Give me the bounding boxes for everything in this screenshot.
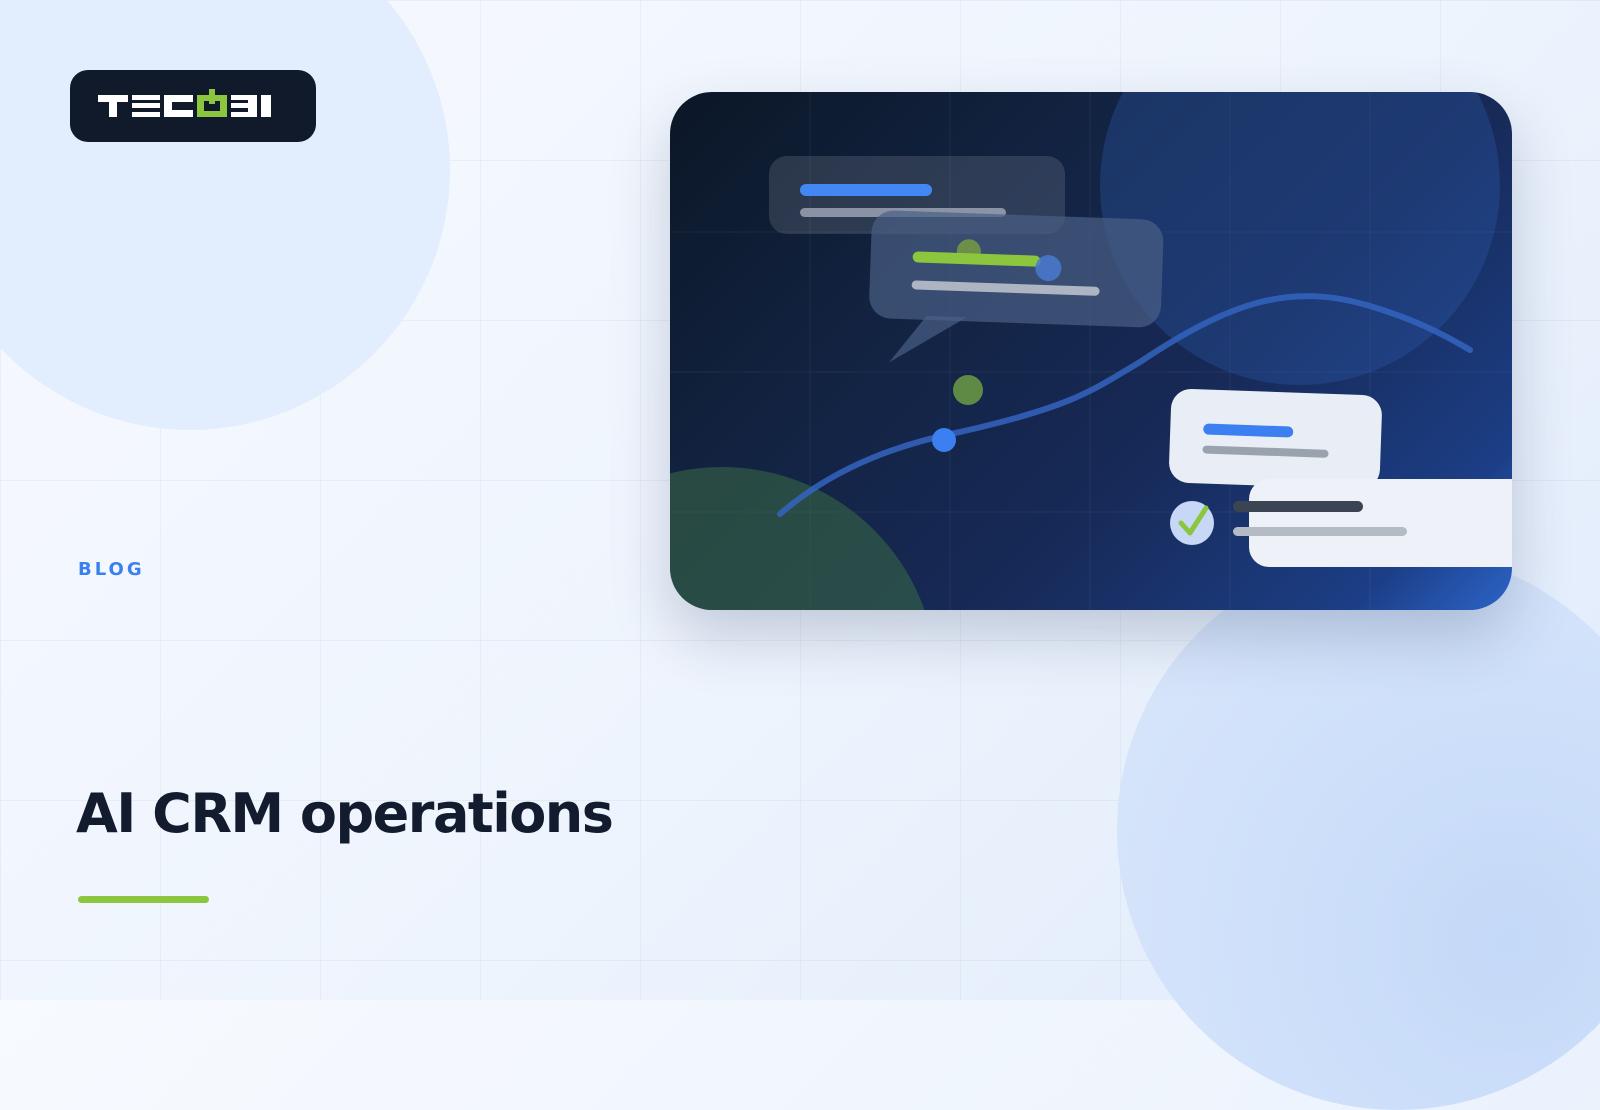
- crm-illustration: [670, 92, 1512, 610]
- card-circle-top-right: [1100, 92, 1500, 385]
- blue-dot: [932, 428, 956, 452]
- title-underline: [78, 896, 209, 903]
- chat-bubble-4: [1170, 479, 1512, 567]
- green-dot: [953, 375, 983, 405]
- category-label: BLOG: [78, 559, 145, 580]
- page-title: AI CRM operations: [76, 782, 614, 845]
- tecobi-logo[interactable]: [70, 70, 316, 142]
- trend-curve: [777, 293, 1473, 517]
- check-icon: [1178, 505, 1209, 536]
- card-circle-bottom-left: [670, 467, 925, 610]
- hero-illustration: [670, 92, 1512, 610]
- logo-wordmark: [98, 89, 271, 117]
- chat-bubble-3: [1169, 389, 1382, 489]
- chat-bubble-2: [869, 210, 1164, 363]
